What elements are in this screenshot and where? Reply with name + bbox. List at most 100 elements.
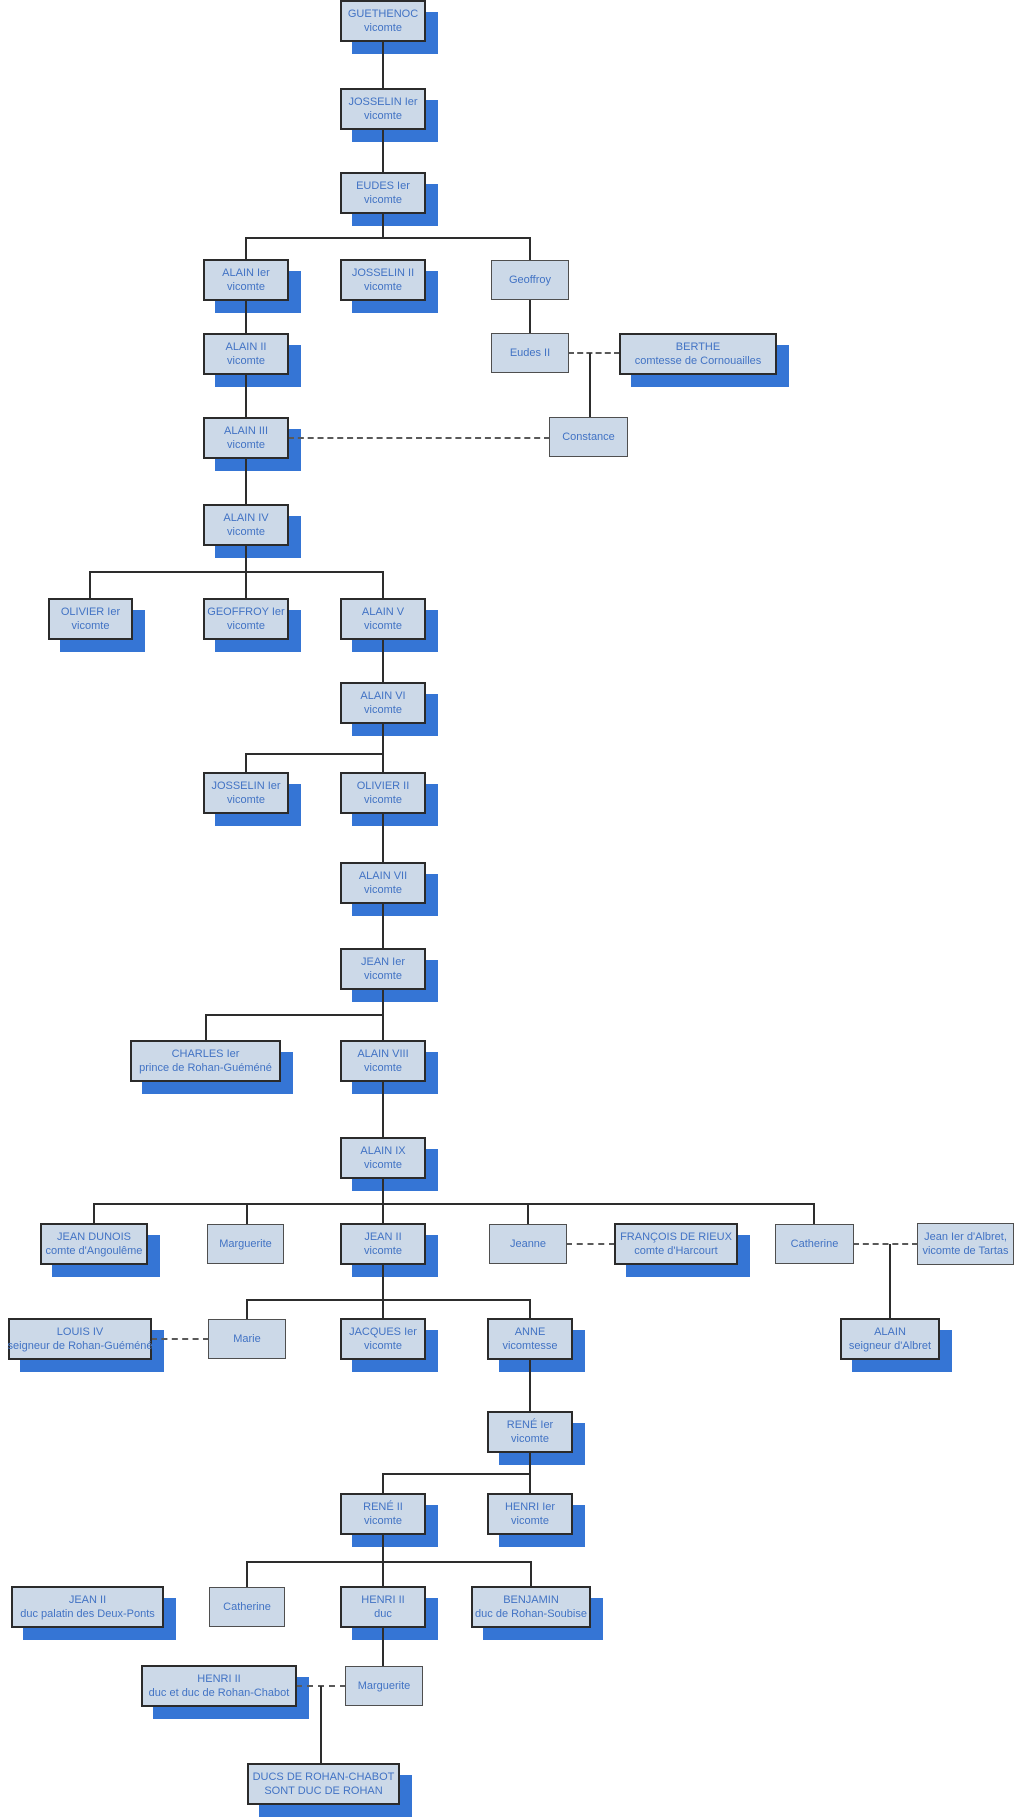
node-name: ALAIN VII (358, 869, 408, 882)
node-name: ALAIN IV (223, 511, 269, 524)
node-subtitle: vicomte (364, 110, 402, 122)
descent-line (382, 1628, 384, 1666)
node-subtitle: seigneur d'Albret (848, 1340, 932, 1352)
marriage-dashed-line (568, 352, 620, 354)
node-subtitle: vicomte (364, 704, 402, 716)
node-subtitle: vicomte (511, 1515, 549, 1527)
node-subtitle: vicomte (364, 970, 402, 982)
node-name: Eudes II (509, 346, 551, 359)
descent-line (382, 1300, 384, 1318)
descent-line (93, 1203, 815, 1205)
node-subtitle: vicomte (364, 1245, 402, 1257)
node-subtitle: vicomte (364, 620, 402, 632)
node-name: OLIVIER Ier (60, 605, 121, 618)
descent-line (89, 571, 384, 573)
descent-line (530, 1562, 532, 1586)
node-name: OLIVIER II (356, 779, 410, 792)
node-subtitle: vicomte (227, 281, 265, 293)
node-name: ALAIN IX (360, 1144, 406, 1157)
node-name: ALAIN Ier (222, 266, 270, 279)
descent-line (529, 1474, 531, 1493)
node-josselin-ier-2: JOSSELIN Ier vicomte (203, 772, 289, 814)
marriage-dashed-line (151, 1338, 209, 1340)
node-name: BERTHE (675, 340, 721, 353)
node-marguerite-2: Marguerite (345, 1666, 423, 1706)
node-subtitle: comtesse de Cornouailles (634, 355, 762, 367)
node-alain-ier: ALAIN Ier vicomte (203, 259, 289, 301)
descent-line (320, 1686, 322, 1763)
node-subtitle: vicomte (227, 794, 265, 806)
node-name: ALAIN VI (360, 689, 406, 702)
descent-line (529, 1300, 531, 1318)
descent-line (382, 904, 384, 948)
marriage-dashed-line (853, 1243, 918, 1245)
descent-line (246, 1562, 248, 1587)
descent-line (813, 1204, 815, 1224)
node-name: ALAIN V (361, 605, 405, 618)
descent-line (245, 238, 247, 259)
descent-line (89, 572, 91, 598)
descent-line (382, 1179, 384, 1204)
descent-line (382, 1204, 384, 1223)
descent-line (246, 1299, 531, 1301)
descent-line (382, 214, 384, 238)
node-name: HENRI II (361, 1593, 405, 1606)
node-name: JOSSELIN II (351, 266, 415, 279)
descent-line (529, 1360, 531, 1411)
node-name: GEOFFROY Ier (207, 605, 285, 618)
node-subtitle: vicomte (364, 1340, 402, 1352)
node-name: ALAIN VIII (357, 1047, 409, 1060)
descent-line (382, 572, 384, 598)
node-subtitle: vicomte (364, 281, 402, 293)
descent-line (93, 1204, 95, 1223)
descent-line (382, 1474, 384, 1493)
descent-line (382, 640, 384, 682)
node-subtitle: vicomte (364, 194, 402, 206)
node-subtitle: vicomte (364, 22, 402, 34)
node-name: JOSSELIN Ier (211, 779, 281, 792)
descent-line (527, 1204, 529, 1224)
descent-line (382, 1265, 384, 1300)
descent-line (889, 1244, 891, 1318)
node-subtitle: vicomte (364, 1159, 402, 1171)
node-name: JEAN Ier (360, 955, 405, 968)
node-subtitle: SONT DUC DE ROHAN (264, 1785, 383, 1797)
node-subtitle: duc et duc de Rohan-Chabot (148, 1687, 290, 1699)
node-name: LOUIS IV (56, 1325, 104, 1338)
node-name: FRANÇOIS DE RIEUX (620, 1230, 732, 1243)
descent-line (529, 1453, 531, 1474)
node-name: JEAN II (364, 1230, 402, 1243)
node-marguerite: Marguerite (207, 1224, 284, 1264)
node-name: Catherine (790, 1237, 839, 1250)
node-name: HENRI Ier (504, 1500, 556, 1513)
node-name: Constance (562, 430, 615, 443)
descent-line (529, 300, 531, 333)
node-subtitle: vicomte (227, 526, 265, 538)
node-name: Marguerite (219, 1237, 272, 1250)
descent-line (245, 546, 247, 572)
descent-line (382, 1015, 384, 1040)
marriage-dashed-line (566, 1243, 615, 1245)
node-henri-ier: HENRI Ier vicomte (487, 1493, 573, 1535)
node-josselin-ii: JOSSELIN II vicomte (340, 259, 426, 301)
node-name: Marie (233, 1332, 261, 1345)
node-name: Marguerite (357, 1679, 411, 1692)
node-subtitle: vicomte (227, 355, 265, 367)
node-subtitle: prince de Rohan-Guéméné (139, 1062, 272, 1074)
